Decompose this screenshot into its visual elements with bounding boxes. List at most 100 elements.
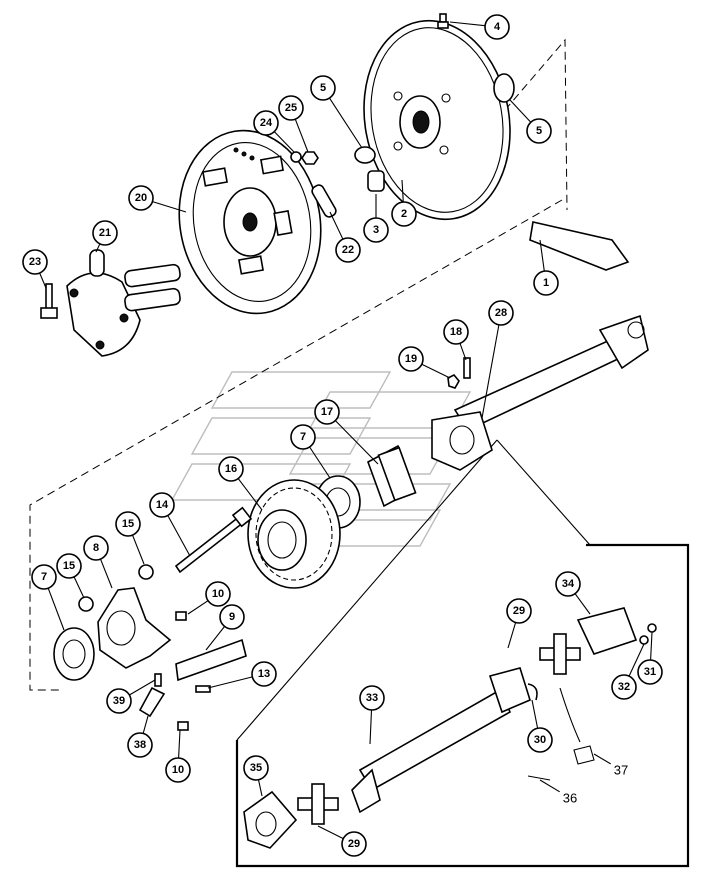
callout-number: 25 xyxy=(285,102,297,114)
callout-number: 2 xyxy=(401,208,407,220)
leader-line-14 xyxy=(167,515,191,557)
leader-line-35 xyxy=(257,779,263,797)
nut-19 xyxy=(447,374,460,389)
nut-15-lower xyxy=(78,596,94,612)
callout-number: 31 xyxy=(644,666,656,678)
leader-line-8 xyxy=(99,558,113,589)
inset-hose xyxy=(559,687,581,743)
callout-number: 37 xyxy=(614,763,628,778)
callout-number: 15 xyxy=(63,560,75,572)
callout-number: 28 xyxy=(495,307,507,319)
pin xyxy=(311,184,337,218)
callout-number: 7 xyxy=(300,431,306,443)
callout-number: 33 xyxy=(366,692,378,704)
leader-line-29 xyxy=(507,622,517,649)
inset-nut-31 xyxy=(647,623,657,633)
callout-5: 5 xyxy=(526,118,552,144)
callout-15: 15 xyxy=(56,553,82,579)
group-boundary xyxy=(29,38,568,691)
callout-circle xyxy=(92,220,118,246)
leader-line-19 xyxy=(421,363,451,379)
tensioner-hub xyxy=(367,444,417,508)
inset-yoke xyxy=(576,607,638,655)
callout-number: 5 xyxy=(320,82,326,94)
callout-16: 16 xyxy=(218,456,244,482)
callout-circle xyxy=(127,732,153,758)
callout-circle xyxy=(611,674,637,700)
inset-snap-ring-30 xyxy=(527,683,538,701)
callout-31: 31 xyxy=(637,659,663,685)
pulley-plate xyxy=(178,129,322,315)
snap-ring-right xyxy=(493,73,515,103)
callout-number: 4 xyxy=(494,21,501,33)
callout-circle xyxy=(83,535,109,561)
callout-circle xyxy=(290,424,316,450)
leader-line-7 xyxy=(47,588,65,631)
hub-with-studs xyxy=(66,249,181,357)
fitting-4 xyxy=(437,13,449,29)
callout-number: 19 xyxy=(405,353,417,365)
callout-circle xyxy=(335,237,361,263)
callout-18: 18 xyxy=(443,319,469,345)
leader-line-5 xyxy=(329,97,363,149)
callout-24: 24 xyxy=(253,110,279,136)
callout-35: 35 xyxy=(243,755,269,781)
callout-5: 5 xyxy=(310,75,336,101)
callout-circle xyxy=(527,727,553,753)
callout-number: 13 xyxy=(258,668,270,680)
callout-number: 5 xyxy=(536,125,542,137)
callout-circle xyxy=(149,492,175,518)
callout-number: 29 xyxy=(348,838,360,850)
callout-number: 10 xyxy=(172,764,184,776)
callout-7: 7 xyxy=(31,564,57,590)
callout-23: 23 xyxy=(22,249,48,275)
callout-circle xyxy=(363,217,389,243)
callout-number: 1 xyxy=(543,277,549,289)
callout-number: 21 xyxy=(99,227,111,239)
inset-cross-lower xyxy=(297,783,339,825)
callout-circle xyxy=(106,688,132,714)
leader-line-28 xyxy=(481,324,500,419)
nut-25 xyxy=(301,151,319,165)
bolt-18 xyxy=(463,357,471,379)
leader-line-15 xyxy=(131,534,145,565)
callout-circle xyxy=(165,757,191,783)
leader-line-37 xyxy=(593,753,611,765)
leader-line-36 xyxy=(539,779,560,793)
callout-circle xyxy=(219,604,245,630)
clip-10-lower xyxy=(177,721,189,731)
callout-circle xyxy=(506,598,532,624)
leader-line-10 xyxy=(178,729,181,759)
leader-line-9 xyxy=(205,626,226,651)
callout-number: 24 xyxy=(260,117,273,129)
callout-28: 28 xyxy=(488,300,514,326)
friction-disc xyxy=(363,19,511,221)
callout-29: 29 xyxy=(341,831,367,857)
inset-cross-upper xyxy=(539,633,581,675)
leader-line-39 xyxy=(129,679,156,696)
callout-circle xyxy=(253,110,279,136)
drive-shaft xyxy=(453,314,649,432)
callout-19: 19 xyxy=(398,346,424,372)
leader-line-1 xyxy=(539,239,545,272)
nut-15-upper xyxy=(138,564,154,580)
leader-line-22 xyxy=(329,211,344,240)
leader-line-2 xyxy=(401,179,404,203)
callout-labels: 1234557789101013141515161718192021222324… xyxy=(22,14,663,857)
leader-line-10 xyxy=(187,600,209,615)
callout-circle xyxy=(22,249,48,275)
callout-10: 10 xyxy=(165,757,191,783)
callout-14: 14 xyxy=(149,492,175,518)
leader-line-13 xyxy=(207,676,253,689)
leader-line-16 xyxy=(237,478,263,511)
leader-line-29 xyxy=(317,825,344,840)
callout-29: 29 xyxy=(506,598,532,624)
callout-circle xyxy=(115,511,141,537)
callout-number: 3 xyxy=(373,224,379,236)
callout-8: 8 xyxy=(83,535,109,561)
callout-number: 29 xyxy=(513,605,525,617)
callout-circle xyxy=(484,14,510,40)
callout-circle xyxy=(391,201,417,227)
adjuster-bar xyxy=(175,638,247,682)
